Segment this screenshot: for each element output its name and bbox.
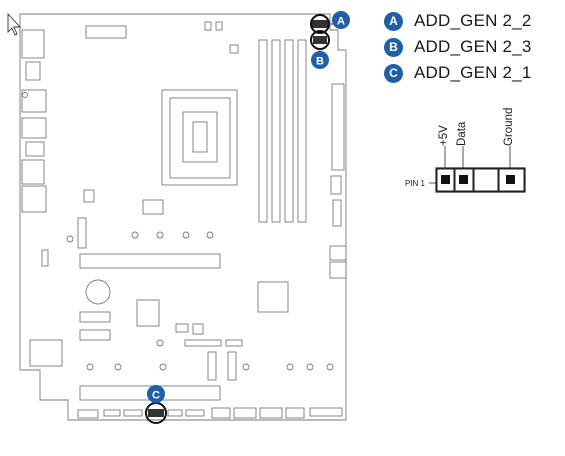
io-block-2 bbox=[25, 61, 41, 81]
pin1-label: PIN 1 bbox=[405, 179, 426, 188]
header-c-connector bbox=[148, 409, 164, 417]
legend-label-c: ADD_GEN 2_1 bbox=[414, 63, 532, 82]
svg-text:B: B bbox=[316, 56, 324, 68]
mouse-pointer-icon bbox=[7, 12, 22, 36]
callout-c: C bbox=[147, 385, 165, 403]
io-block-6 bbox=[21, 159, 45, 185]
pin-label-data: Data bbox=[456, 121, 468, 146]
pinout-diagram bbox=[429, 146, 526, 193]
legend-label-b: ADD_GEN 2_3 bbox=[414, 37, 532, 56]
legend-badge-b: B bbox=[384, 37, 403, 57]
chip-label-box bbox=[29, 339, 63, 367]
cmos-battery bbox=[85, 279, 111, 305]
legend-badge-a: A bbox=[384, 11, 403, 31]
dimm-slot-3 bbox=[284, 39, 294, 223]
cpu-socket bbox=[161, 89, 238, 186]
legend-item-a: A ADD_GEN 2_2 bbox=[384, 11, 531, 31]
legend-badge-c: C bbox=[384, 63, 403, 83]
header-b-connector bbox=[313, 36, 327, 44]
io-block-1 bbox=[21, 29, 45, 59]
legend-item-b: B ADD_GEN 2_3 bbox=[384, 37, 531, 57]
callout-b: B bbox=[311, 51, 329, 69]
dimm-slot-2 bbox=[271, 39, 281, 223]
io-block-4 bbox=[21, 117, 47, 139]
pin-3 bbox=[473, 168, 499, 192]
atx-power-connector bbox=[331, 83, 345, 171]
svg-text:C: C bbox=[152, 390, 160, 402]
pin-label-5v: +5V bbox=[438, 125, 450, 146]
dimm-slot-4 bbox=[297, 39, 307, 223]
io-block-7 bbox=[21, 185, 47, 213]
callout-a: A bbox=[332, 11, 350, 29]
pcie-slot-1 bbox=[79, 253, 221, 269]
m2-slot-top bbox=[77, 217, 87, 249]
cpu-power-connector bbox=[85, 25, 127, 39]
dimm-slot-1 bbox=[258, 39, 268, 223]
pin-label-ground: Ground bbox=[503, 107, 515, 146]
legend-label-a: ADD_GEN 2_2 bbox=[414, 11, 532, 30]
io-block-3 bbox=[21, 89, 47, 113]
header-a-connector bbox=[312, 20, 328, 28]
io-block-5 bbox=[25, 141, 45, 157]
svg-text:A: A bbox=[337, 16, 345, 28]
legend-item-c: C ADD_GEN 2_1 bbox=[384, 63, 531, 83]
board-outline bbox=[19, 13, 347, 421]
